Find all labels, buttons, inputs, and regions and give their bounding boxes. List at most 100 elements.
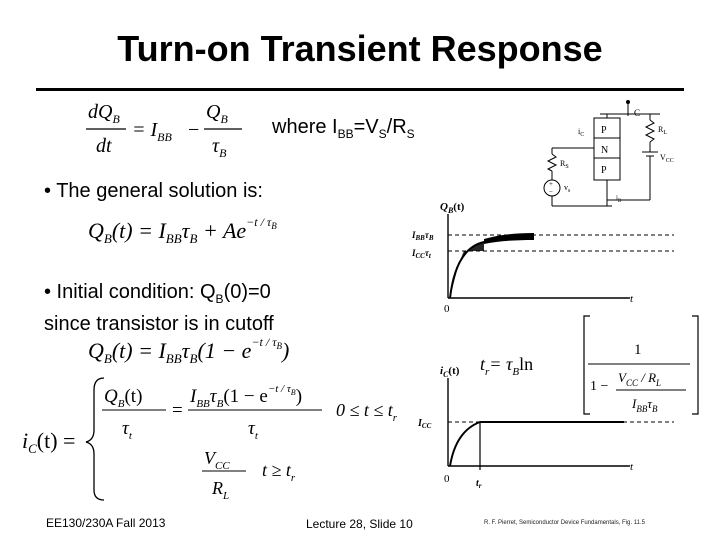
ic-rest: (t) = xyxy=(37,428,76,453)
gen-tau: τ xyxy=(182,218,191,243)
eq1-den: τ xyxy=(212,135,220,157)
gen-plus: + Ae xyxy=(198,218,247,243)
g1-shaded-region xyxy=(450,242,484,298)
where-eq: =V xyxy=(353,116,379,138)
case1-taut-sub: t xyxy=(255,430,259,442)
case2-v: V xyxy=(204,448,217,468)
g2-ylabel-sub: C xyxy=(443,370,449,379)
g2-xlabel: t xyxy=(630,461,634,473)
svg-text:IBBτB: IBBτB xyxy=(631,396,658,414)
label-ib: i xyxy=(616,194,618,202)
case1-q-rest: (t) xyxy=(124,386,142,407)
sol-paren: (1 − e xyxy=(198,338,252,363)
equation-general-solution: QB(t) = IBBτB + Ae−t / τB xyxy=(88,215,277,246)
g2-ylabel: i xyxy=(440,365,444,377)
g1-level1-tau: τ xyxy=(425,230,430,240)
eq1-minus: − xyxy=(188,119,199,141)
bullet-initial-condition: • Initial condition: QB(0)=0 since trans… xyxy=(44,280,274,337)
label-rl: R xyxy=(658,125,664,134)
tr-tau: τ xyxy=(647,396,653,411)
g1-ylabel-rest: (t) xyxy=(453,201,464,213)
g1-level2-tau-sub: t xyxy=(429,252,432,260)
svg-text:vs: vs xyxy=(564,183,571,194)
g1-origin: 0 xyxy=(444,303,450,315)
equation-collector-current: iC(t) = QB(t) τt = IBBτB(1 − e−t / τB) τ… xyxy=(22,377,398,502)
g1-level2: I xyxy=(411,248,416,258)
sol-tau: τ xyxy=(182,338,191,363)
gen-rest: (t) = I xyxy=(112,218,168,243)
case1-cond-sub: r xyxy=(393,412,398,424)
sol-tau-sub: B xyxy=(190,351,198,366)
g2-origin: 0 xyxy=(444,473,450,485)
where-sub-s1: S xyxy=(378,127,387,141)
svg-text:tr= τBln: tr= τBln xyxy=(480,354,533,378)
tr-eq-sub: B xyxy=(512,366,519,378)
equation-particular-solution: QB(t) = IBBτB(1 − e−t / τB) xyxy=(88,335,289,366)
charge-vs-time-graph: QB(t) t 0 IBBτB ICCτt xyxy=(411,201,674,315)
tr-ln: ln xyxy=(519,354,533,374)
tr-eq: = τ xyxy=(489,354,513,374)
gen-tau-sub: B xyxy=(190,231,198,246)
case1-ibb: I xyxy=(189,386,198,407)
tr-ibb: I xyxy=(631,396,637,411)
footer-slide-number: Lecture 28, Slide 10 xyxy=(306,517,413,531)
where-sub-bb: BB xyxy=(337,127,354,141)
eq1-dt: dt xyxy=(96,135,112,157)
svg-text:τt: τt xyxy=(248,418,259,442)
g1-level1-sub: BB xyxy=(415,234,426,242)
svg-text:tr: tr xyxy=(476,478,482,490)
svg-text:RL: RL xyxy=(211,478,229,502)
svg-text:iC(t): iC(t) xyxy=(440,365,460,379)
svg-text:τB: τB xyxy=(212,135,227,160)
tr-vcc-sub: CC xyxy=(626,378,639,388)
g2-tr-sub: r xyxy=(479,482,482,490)
tr-tau-sub: B xyxy=(652,404,658,414)
sol-exp-sub: B xyxy=(277,341,283,351)
svg-text:RS: RS xyxy=(560,159,569,170)
case2-r-sub: L xyxy=(222,490,229,502)
g1-level2-tau: τ xyxy=(425,248,430,258)
svg-text:QB(t) = IBBτB + Ae−t / τB: QB(t) = IBBτB + Ae−t / τB xyxy=(88,215,277,246)
gen-exp: −t / τ xyxy=(246,215,272,229)
sol-q: Q xyxy=(88,338,104,363)
case2-cond-sub: r xyxy=(291,472,296,484)
g1-saturation-band xyxy=(484,233,534,244)
gen-rest-sub: BB xyxy=(166,231,182,246)
svg-text:t ≥ tr: t ≥ tr xyxy=(262,460,296,484)
label-ic: i xyxy=(578,127,581,136)
label-ib-sub: B xyxy=(618,199,622,204)
eq1-num: Q xyxy=(206,101,221,123)
tr-ibb-sub: BB xyxy=(636,404,647,414)
sol-q-sub: B xyxy=(104,351,112,366)
where-text: where I xyxy=(272,116,338,138)
g1-curve xyxy=(449,235,535,299)
footer-course: EE130/230A Fall 2013 xyxy=(46,516,166,530)
case1-close: ) xyxy=(296,386,302,407)
svg-text:QB(t): QB(t) xyxy=(104,386,142,410)
label-vs-sub: s xyxy=(568,188,571,194)
case1-tau-sub: t xyxy=(129,430,133,442)
sol-exp: −t / τ xyxy=(251,335,277,349)
eq1-rhs: = I xyxy=(132,119,158,141)
sol-rest-sub: BB xyxy=(166,351,182,366)
svg-text:0 ≤ t ≤ tr: 0 ≤ t ≤ tr xyxy=(336,400,398,424)
g2-ylabel-rest: (t) xyxy=(448,365,459,377)
svg-text:ICC: ICC xyxy=(417,418,432,430)
eq1-rhs-sub: BB xyxy=(157,130,172,144)
footer-reference: R. F. Pierret, Semiconductor Device Fund… xyxy=(484,520,645,526)
g1-level2-sub: CC xyxy=(416,252,426,260)
g2-level-sub: CC xyxy=(422,422,432,430)
tr-rl-sub: L xyxy=(655,378,661,388)
eq1-num-sub: B xyxy=(220,112,228,126)
gen-q: Q xyxy=(88,218,104,243)
label-collector: C xyxy=(634,108,640,118)
case1-tau: τ xyxy=(122,418,130,439)
svg-text:VCC: VCC xyxy=(660,153,674,164)
initial-condition-line: • Initial condition: QB(0)=0 xyxy=(44,280,274,312)
g1-level1-tau-sub: B xyxy=(428,234,434,242)
svg-text:iC(t) =: iC(t) = xyxy=(22,428,75,456)
where-sub-s2: S xyxy=(406,127,415,141)
svg-text:ICCτt: ICCτt xyxy=(411,248,432,260)
label-vcc: V xyxy=(660,153,666,162)
case1-taut: τ xyxy=(248,418,256,439)
